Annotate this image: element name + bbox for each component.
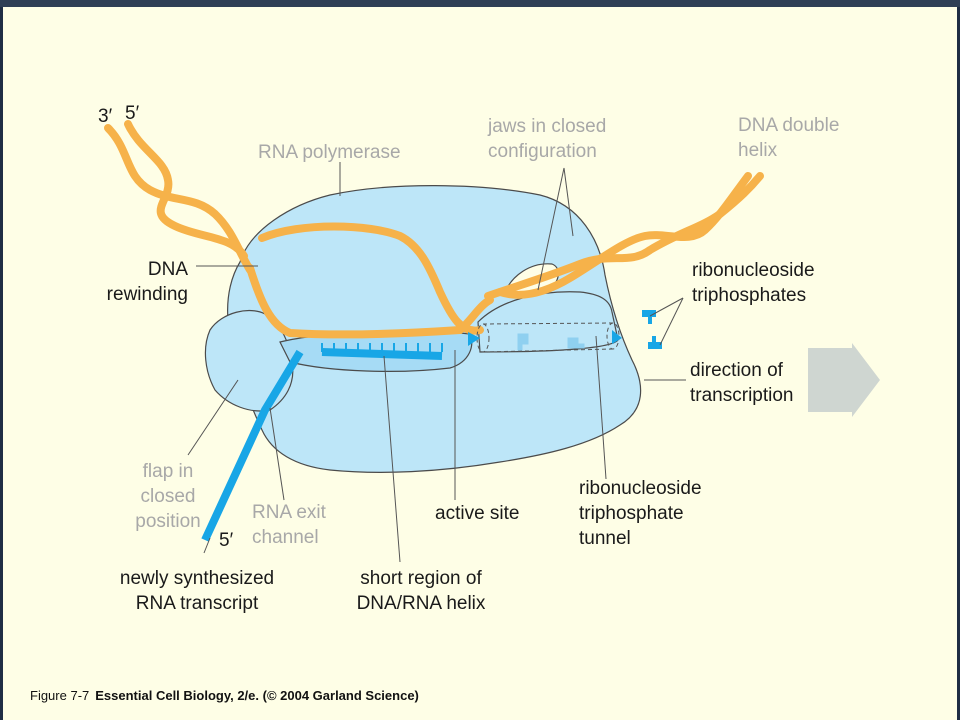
dna-left-strand-a xyxy=(104,124,254,274)
label-newly-synthesized: newly synthesized RNA transcript xyxy=(119,568,275,614)
figure-source: Essential Cell Biology, 2/e. (© 2004 Gar… xyxy=(95,688,419,703)
leader-lines xyxy=(187,162,686,563)
label-flap: flap in closed position xyxy=(135,461,201,532)
label-direction-of-transcription: direction of transcription xyxy=(690,360,794,406)
slide-frame xyxy=(0,7,960,720)
rna-strand-hybrid xyxy=(321,348,443,360)
dna-right-strand-b xyxy=(496,172,752,299)
label-3prime: 3′ xyxy=(98,106,113,127)
label-short-region: short region of DNA/RNA helix xyxy=(356,568,486,614)
label-ribonucleoside-triphosphates: ribonucleoside triphosphates xyxy=(692,260,815,306)
label-dna-rewinding: DNA rewinding xyxy=(106,259,188,305)
label-rna-polymerase: RNA polymerase xyxy=(258,142,401,163)
label-5prime: 5′ xyxy=(125,103,140,124)
dna-left-strand-b xyxy=(124,120,248,260)
label-tunnel: ribonucleoside triphosphate tunnel xyxy=(579,478,702,549)
rna-transcript xyxy=(201,348,443,542)
label-dna-double-helix: DNA double helix xyxy=(738,115,840,161)
dna-double-helix xyxy=(104,120,764,339)
nucleotides xyxy=(517,333,585,351)
figure-number: Figure 7-7 xyxy=(30,688,90,703)
incoming-nucleotides xyxy=(468,310,662,349)
tunnel-outline xyxy=(476,322,620,353)
label-rna-5prime: 5′ xyxy=(219,530,234,551)
dna-template-strand xyxy=(246,264,494,339)
label-active-site: active site xyxy=(435,503,520,524)
figure-caption: Figure 7-7 Essential Cell Biology, 2/e. (… xyxy=(30,688,419,703)
top-bar xyxy=(0,0,960,7)
label-jaws: jaws in closed configuration xyxy=(488,116,607,162)
label-rna-exit-channel: RNA exit channel xyxy=(252,502,326,548)
flap xyxy=(204,309,294,412)
dna-nontemplate-strand xyxy=(258,222,484,335)
direction-arrow xyxy=(808,343,880,417)
rna-strand-exit xyxy=(201,349,304,542)
